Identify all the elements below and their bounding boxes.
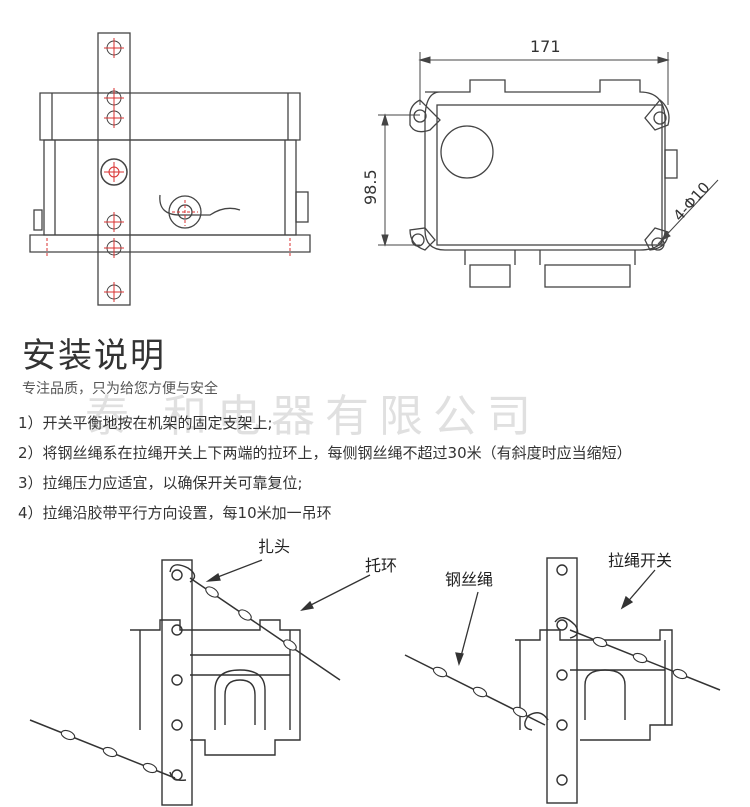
arrow-switch [624,569,656,606]
steel-ropes [29,577,721,779]
arrow-gangsisheng [459,591,479,661]
install-steps: 1）开关平衡地按在机架的固定支架上; 2）将钢丝绳系在拉绳开关上下两端的拉环上，… [18,408,632,528]
step-item: 4）拉绳沿胶带平行方向设置，每10米加一吊环 [18,504,332,522]
mount-bar [97,32,131,306]
step-item: 1）开关平衡地按在机架的固定支架上; [18,414,273,432]
dim-height: 98.5 [361,169,380,205]
label-gangsisheng: 钢丝绳 [445,570,494,589]
switch-body-right [515,629,673,741]
housing-top [39,92,301,141]
installation-diagrams [29,557,721,806]
label-lasheng-switch: 拉绳开关 [608,551,673,570]
housing-body [43,139,297,236]
section-title: 安装说明 [22,336,166,376]
top-view-knob [440,125,494,179]
section-subtitle: 专注品质，只为给您方便与安全 [22,381,218,397]
pull-bar-right [546,557,578,804]
watermark: 泰 和电器有限公司 [85,391,541,442]
technical-drawings: 171 98.5 4-Φ10 [29,32,719,306]
step-item: 3）拉绳压力应适宜，以确保开关可靠复位; [18,474,303,492]
dim-width: 171 [530,37,561,56]
switch-body-left [130,619,301,756]
label-tuohuan: 托环 [365,556,398,575]
label-zatou: 扎头 [258,537,291,556]
arrow-tuohuan [304,574,371,609]
step-item: 2）将钢丝绳系在拉绳开关上下两端的拉环上，每侧钢丝绳不超过30米（有斜度时应当缩… [18,444,632,462]
pull-bar-left [161,559,193,806]
dim-holes: 4-Φ10 [670,179,714,225]
